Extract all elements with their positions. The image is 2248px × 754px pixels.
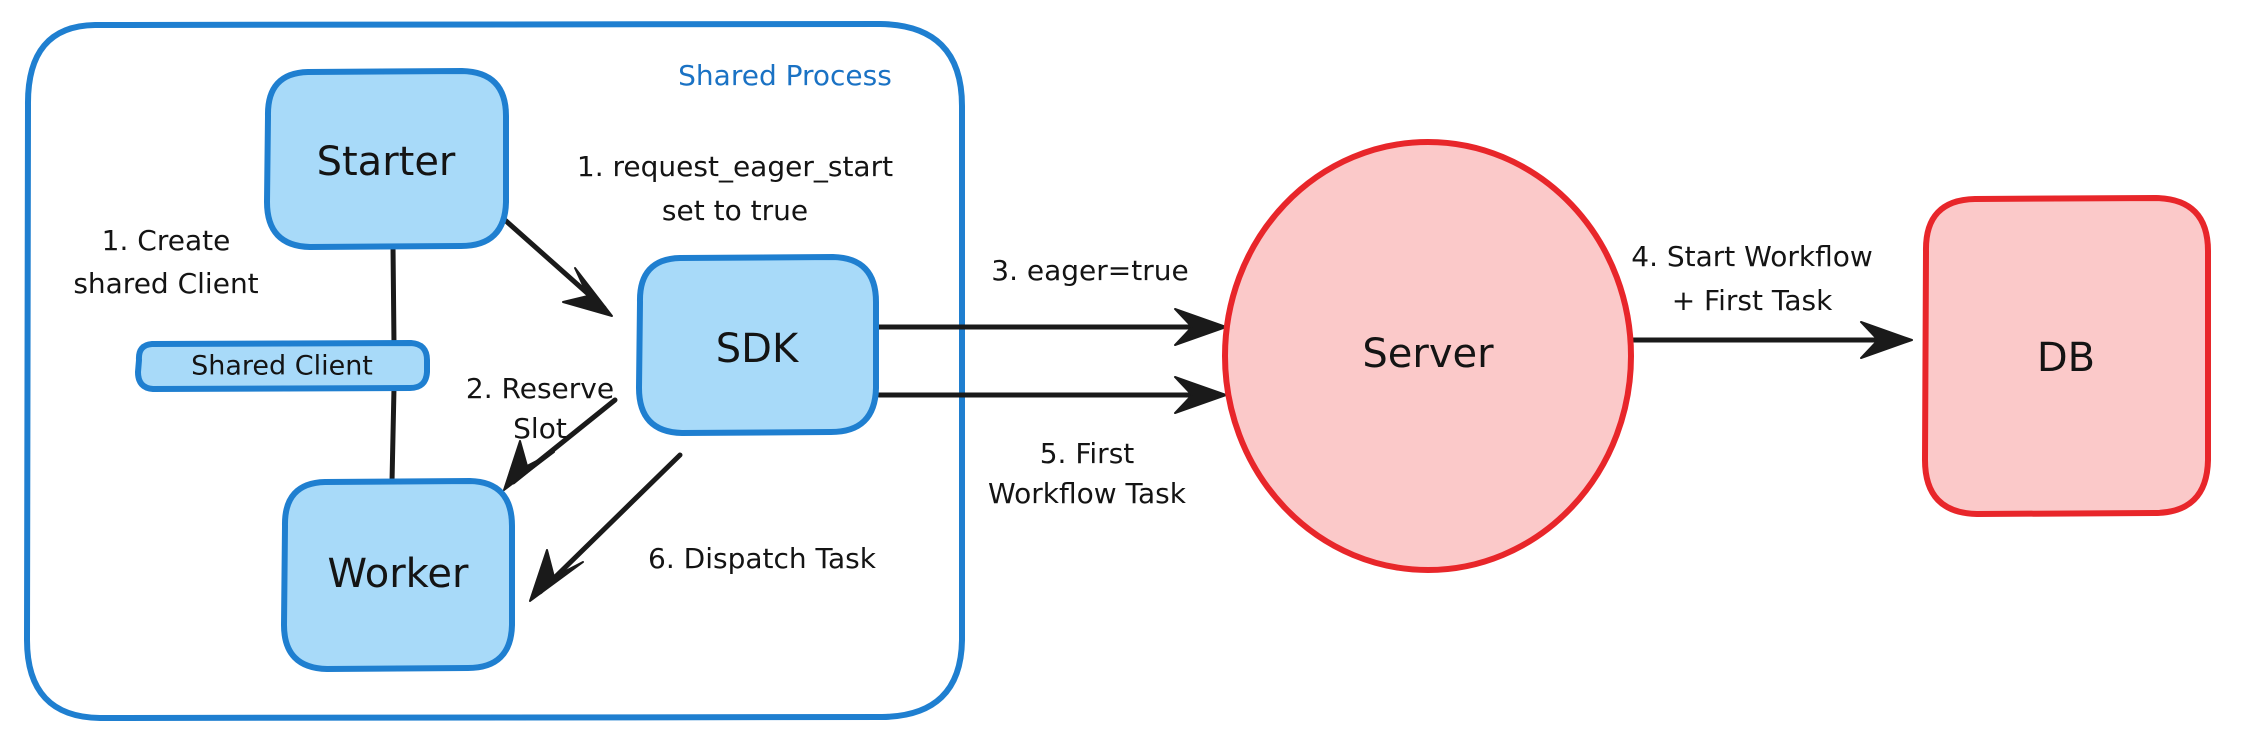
node-server-label: Server bbox=[1362, 331, 1494, 377]
edge-server-db-label-line1: 4. Start Workflow bbox=[1631, 240, 1873, 273]
node-starter-label: Starter bbox=[317, 139, 456, 185]
node-db[interactable]: DB bbox=[1922, 195, 2211, 517]
node-sdk[interactable]: SDK bbox=[636, 254, 879, 436]
edge-sdk-server-eager-label: 3. eager=true bbox=[991, 254, 1188, 287]
node-db-fill bbox=[1925, 198, 2208, 514]
edge-sdk-worker-dispatch: 6. Dispatch Task bbox=[529, 452, 877, 602]
node-starter[interactable]: Starter bbox=[264, 68, 509, 250]
node-shared-client-border bbox=[135, 340, 430, 392]
edge-sdk-server-eager-arrowhead bbox=[1174, 308, 1227, 346]
group-shared-process: Shared Process bbox=[24, 21, 965, 721]
edge-shared-client-worker bbox=[389, 385, 397, 485]
node-shared-client-label: Shared Client bbox=[191, 351, 373, 382]
node-server-border bbox=[1222, 139, 1634, 573]
edge-sdk-worker-reserve-label-line2: Slot bbox=[513, 412, 567, 445]
edge-sdk-server-eager: 3. eager=true bbox=[876, 254, 1227, 346]
shared-process-border bbox=[24, 21, 965, 721]
edge-starter-sdk: 1. request_eager_start set to true bbox=[494, 150, 893, 317]
edge-sdk-worker-reserve-label-line1: 2. Reserve bbox=[466, 372, 614, 405]
node-starter-fill bbox=[267, 71, 506, 247]
node-worker-border bbox=[281, 478, 515, 672]
edge-starter-sdk-label-line2: set to true bbox=[662, 194, 808, 227]
node-shared-client-fill bbox=[138, 343, 427, 389]
edge-sdk-worker-reserve-arrowhead bbox=[503, 440, 555, 491]
node-db-border bbox=[1922, 195, 2211, 517]
shared-process-label: Shared Process bbox=[678, 59, 892, 92]
node-worker-label: Worker bbox=[328, 551, 469, 597]
node-server[interactable]: Server bbox=[1222, 139, 1634, 573]
node-shared-client[interactable]: Shared Client bbox=[135, 340, 430, 392]
edge-sdk-worker-dispatch-label: 6. Dispatch Task bbox=[648, 542, 877, 575]
node-sdk-label: SDK bbox=[716, 326, 800, 372]
node-worker-fill bbox=[284, 481, 512, 669]
edge-starter-shared-client-label-line1: 1. Create bbox=[102, 224, 231, 257]
edge-server-db-label-line2: + First Task bbox=[1672, 284, 1833, 317]
edge-starter-shared-client bbox=[390, 243, 397, 347]
edge-sdk-server-task: 5. First Workflow Task bbox=[876, 376, 1227, 510]
edge-sdk-worker-dispatch-line bbox=[537, 452, 683, 595]
edge-sdk-worker-dispatch-arrowhead bbox=[529, 549, 584, 602]
edge-starter-shared-client-label-group: 1. Create shared Client bbox=[73, 224, 258, 300]
node-sdk-border bbox=[636, 254, 879, 436]
node-sdk-fill bbox=[639, 257, 876, 433]
node-worker[interactable]: Worker bbox=[281, 478, 515, 672]
edge-sdk-server-task-label-line2: Workflow Task bbox=[988, 477, 1187, 510]
edge-server-db-arrowhead bbox=[1860, 321, 1913, 359]
node-db-label: DB bbox=[2037, 335, 2095, 381]
edge-sdk-server-task-arrowhead bbox=[1174, 376, 1227, 414]
edge-starter-sdk-arrowhead bbox=[562, 267, 613, 317]
edge-starter-sdk-label-line1: 1. request_eager_start bbox=[577, 150, 893, 183]
node-server-fill bbox=[1225, 142, 1631, 570]
edge-sdk-worker-reserve: 2. Reserve Slot bbox=[466, 372, 618, 491]
edge-sdk-server-task-label-line1: 5. First bbox=[1040, 437, 1135, 470]
edge-starter-shared-client-label-line2: shared Client bbox=[73, 267, 258, 300]
edge-server-db: 4. Start Workflow + First Task bbox=[1624, 240, 1913, 359]
node-starter-border bbox=[264, 68, 509, 250]
